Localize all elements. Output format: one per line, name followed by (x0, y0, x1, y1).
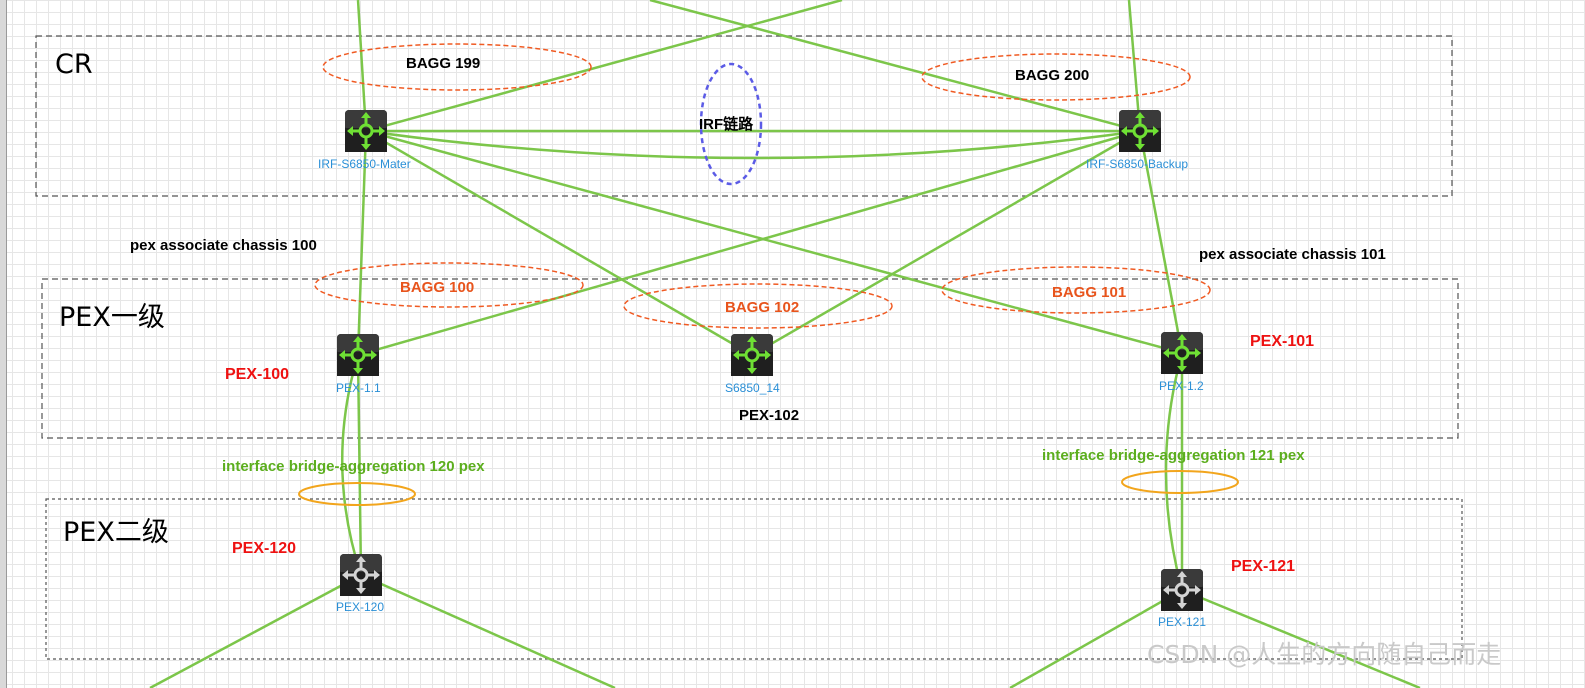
zone-title-pex1: PEX一级 (59, 302, 165, 333)
link-pex120-down-left (149, 573, 362, 688)
bagg199-label: BAGG 199 (406, 55, 480, 72)
pex-associate-101-note: pex associate chassis 101 (1199, 246, 1386, 263)
bagg100-label: BAGG 100 (400, 279, 474, 296)
node-label-s685014: S6850_14 (725, 381, 780, 395)
node-label-pex121: PEX-121 (1158, 615, 1206, 629)
router-icon[interactable] (1117, 108, 1163, 154)
zone-box-pex2 (45, 498, 1463, 660)
link-irf-2 (365, 129, 1141, 160)
bagg102-label: BAGG 102 (725, 299, 799, 316)
pex-id-100: PEX-100 (225, 366, 289, 383)
bagg200-label: BAGG 200 (1015, 67, 1089, 84)
pex-id-121: PEX-121 (1231, 558, 1295, 575)
pex-id-102: PEX-102 (739, 407, 799, 424)
router-icon[interactable] (1159, 330, 1205, 376)
node-label-master: IRF-S6850-Mater (318, 157, 411, 171)
link-pex11-pex120-a (341, 354, 363, 576)
zone-box-pex1 (41, 278, 1459, 439)
link-backup-master-cross (365, 0, 843, 133)
node-label-backup: IRF-S6850-Backup (1086, 157, 1188, 171)
zone-title-pex2: PEX二级 (63, 517, 169, 548)
router-icon[interactable] (729, 332, 775, 378)
link-master-pex12 (365, 129, 1183, 355)
node-label-pex11: PEX-1.1 (336, 381, 381, 395)
node-label-pex12: PEX-1.2 (1159, 379, 1204, 393)
link-master-s685014 (365, 129, 753, 357)
zone-title-cr: CR (55, 49, 93, 80)
bagg200-ring (921, 53, 1191, 101)
link-master-pex11 (356, 130, 368, 356)
link-backup-up (1127, 0, 1142, 132)
pex-associate-100-note: pex associate chassis 100 (130, 237, 317, 254)
irf-link-label: IRF链路 (699, 115, 754, 133)
zone-box-cr (35, 35, 1453, 197)
link-pex121-down-left (1009, 588, 1183, 688)
left-scrollbar (0, 0, 7, 688)
router-icon[interactable] (338, 552, 384, 598)
bagg121-ring (1121, 470, 1239, 494)
link-master-up (356, 0, 368, 132)
link-backup-s685014 (751, 129, 1141, 357)
link-pex121-down-right (1181, 588, 1421, 688)
link-master-backup-cross (649, 0, 1141, 133)
bagg100-ring (314, 262, 584, 308)
link-pex120-down-right (360, 573, 616, 688)
bagg102-ring (623, 283, 893, 329)
bagg120-ring (298, 482, 416, 506)
links (149, 0, 1421, 688)
router-icon[interactable] (1159, 567, 1205, 613)
router-icon[interactable] (335, 332, 381, 378)
watermark: CSDN @人生的方向随自己而走 (1147, 640, 1501, 669)
link-pex11-pex120-b (356, 354, 363, 576)
link-backup-pex11 (357, 129, 1141, 357)
router-icon[interactable] (343, 108, 389, 154)
bagg101-label: BAGG 101 (1052, 284, 1126, 301)
bagg199-ring (322, 43, 592, 91)
pex-id-101: PEX-101 (1250, 333, 1314, 350)
pex-id-120: PEX-120 (232, 540, 296, 557)
interface-bagg121-note: interface bridge-aggregation 121 pex (1042, 447, 1305, 464)
link-backup-pex12 (1138, 130, 1184, 354)
irf-ring (699, 62, 763, 186)
bagg101-ring (941, 266, 1211, 314)
node-label-pex120: PEX-120 (336, 600, 384, 614)
interface-bagg120-note: interface bridge-aggregation 120 pex (222, 458, 485, 475)
